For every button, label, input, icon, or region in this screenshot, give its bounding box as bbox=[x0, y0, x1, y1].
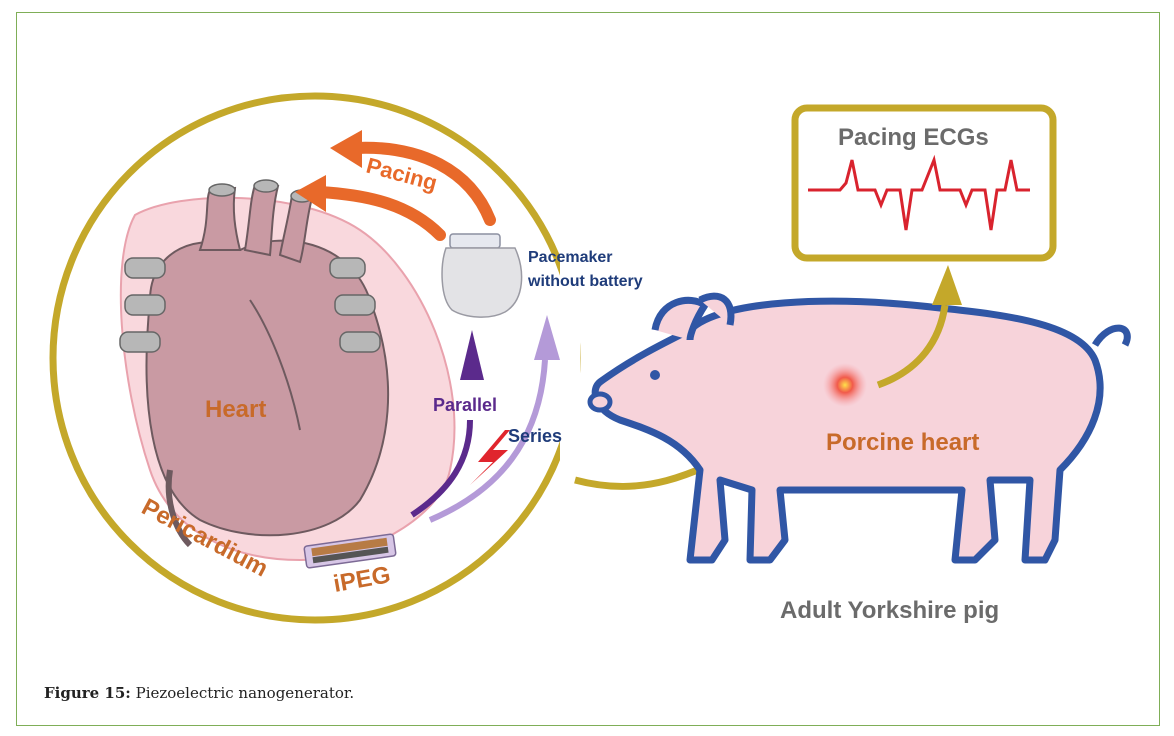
parallel-label: Parallel bbox=[433, 395, 497, 415]
pig-label: Adult Yorkshire pig bbox=[780, 597, 999, 624]
pig-illustration bbox=[587, 292, 1131, 564]
heart-label: Heart bbox=[205, 396, 266, 423]
ecg-title: Pacing ECGs bbox=[838, 124, 989, 151]
ecg-trace bbox=[808, 154, 1030, 231]
porcine-heart-label: Porcine heart bbox=[826, 429, 979, 456]
pacing-arrows bbox=[295, 130, 496, 241]
figure-caption: Figure 15: Piezoelectric nanogenerator. bbox=[44, 684, 354, 702]
connector-arrow-to-ecg bbox=[876, 304, 949, 389]
caption-label: Figure 15: bbox=[44, 684, 131, 702]
pacemaker-device bbox=[441, 233, 523, 318]
caption-text: Piezoelectric nanogenerator. bbox=[130, 684, 355, 702]
heart-illustration bbox=[119, 179, 390, 548]
series-label: Series bbox=[508, 426, 562, 446]
figure-frame bbox=[16, 12, 1160, 726]
connection-arrows bbox=[410, 315, 560, 523]
pacemaker-label-line1: Pacemaker bbox=[528, 249, 613, 266]
lightning-icon bbox=[470, 430, 510, 485]
ipeg-device bbox=[303, 533, 397, 569]
pacemaker-label-line2: without battery bbox=[527, 273, 643, 290]
